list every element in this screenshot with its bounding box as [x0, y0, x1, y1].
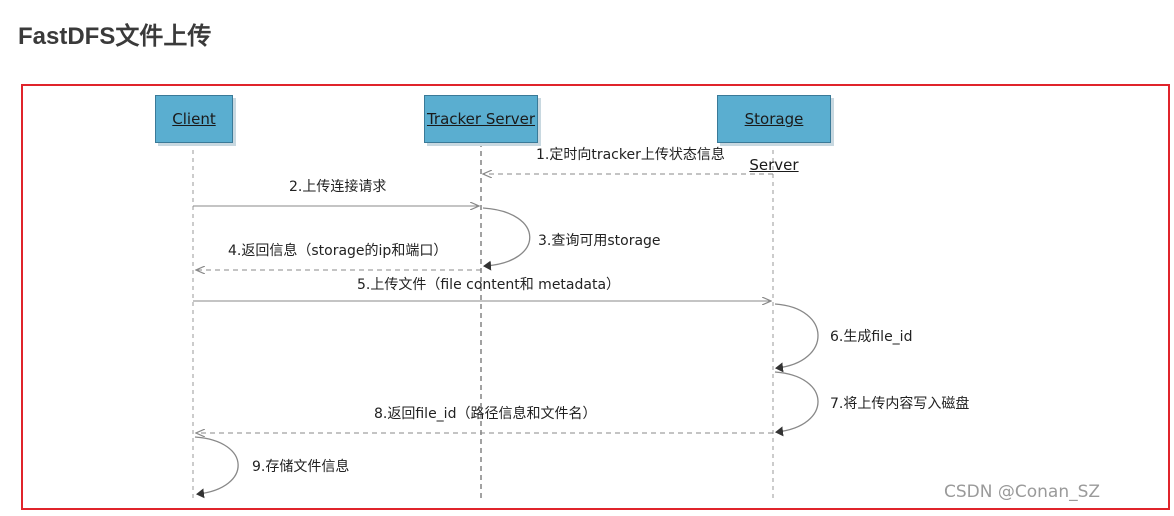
msg-8-label: 8.返回file_id（路径信息和文件名）	[374, 406, 597, 422]
msg-6-loop	[774, 303, 819, 373]
actor-tracker-server: Tracker Server	[424, 95, 538, 143]
msg-4-label: 4.返回信息（storage的ip和端口）	[228, 243, 448, 259]
diagram-frame	[21, 84, 1170, 510]
msg-3-loop	[482, 207, 531, 271]
msg-9-label: 9.存储文件信息	[252, 459, 350, 475]
msg-5-label: 5.上传文件（file content和 metadata）	[357, 277, 621, 293]
actor-client: Client	[155, 95, 233, 143]
msg-7-loop	[774, 371, 819, 437]
actor-storage-server: Storage Server	[717, 95, 831, 174]
msg-2-label: 2.上传连接请求	[289, 179, 387, 195]
msg-6-label: 6.生成file_id	[830, 329, 913, 345]
msg-7-label: 7.将上传内容写入磁盘	[830, 396, 970, 412]
watermark: CSDN @Conan_SZ	[944, 482, 1101, 502]
msg-9-loop	[194, 436, 239, 499]
page-title: FastDFS文件上传	[18, 23, 212, 50]
msg-3-label: 3.查询可用storage	[538, 233, 661, 249]
msg-1-label: 1.定时向tracker上传状态信息	[536, 147, 725, 163]
